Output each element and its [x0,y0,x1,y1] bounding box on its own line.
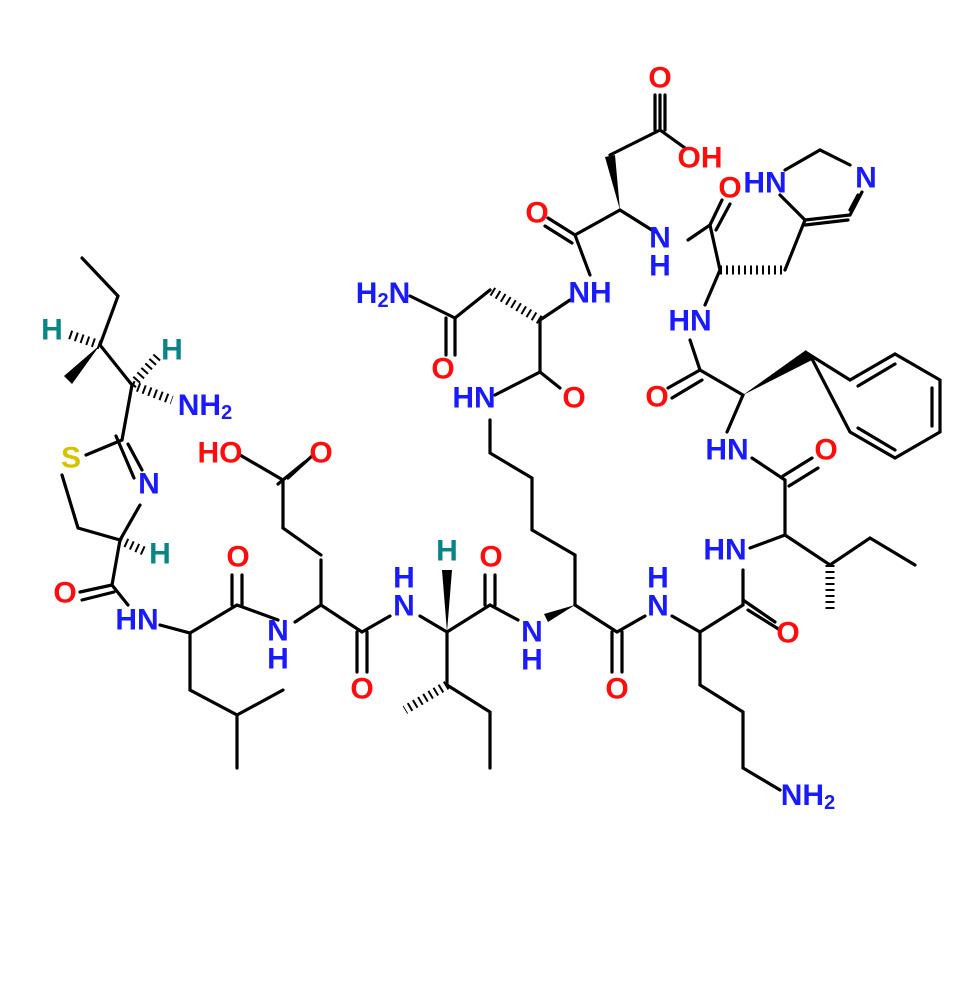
oxygen-label: O [648,62,671,95]
bond [805,350,942,460]
hash-bond [118,535,148,557]
wedge-bond [544,605,575,622]
hash-bond [66,329,102,350]
bond [748,456,917,567]
bond [276,454,369,674]
oxygen-label: O [605,673,628,706]
amide-h-label: H [521,644,543,677]
amine-label: H2N [356,277,410,313]
amide-n-label: N [521,616,543,649]
bond [408,294,572,397]
amide-nh-label: HN [705,434,748,467]
hydrogen-label: H [41,314,63,347]
oxygen-label: O [309,437,332,470]
hash-bond [128,352,162,389]
bond [488,418,647,634]
amide-n-label: N [647,590,669,623]
bond [666,368,704,400]
oxygen-label: O [718,172,741,205]
wedge-bond [64,345,100,384]
hydrogen-label: H [161,334,183,367]
hydroxyl-label: HO [198,437,243,470]
amide-nh-label: HN [703,534,746,567]
hash-bond [402,681,450,714]
bond [741,598,782,632]
amide-n-label: N [393,590,415,623]
amide-nh-label: HN [115,604,158,637]
amide-h-label: H [267,643,289,676]
hydrogen-label: H [149,538,171,571]
bond [573,93,687,277]
bond [483,573,497,607]
oxygen-label: O [431,353,454,386]
bond [230,573,244,607]
amide-nh-label: NH [568,277,611,310]
wedge-bond [442,570,452,632]
bond [60,434,144,542]
oxygen-label: O [562,382,585,415]
amine-label: NH2 [781,779,835,815]
oxygen-label: O [645,381,668,414]
bond [573,553,624,674]
amide-h-label: H [647,562,669,595]
bond [781,456,820,488]
imidazole-n-label: N [855,162,877,195]
bonds [60,93,942,792]
bond [78,538,130,607]
atom-labels: O OH O HN N O N H H2N NH HN O HN O O H H… [41,62,877,815]
bond [670,568,782,792]
bond [686,222,722,307]
hash-bond [487,286,543,324]
bond [444,288,562,390]
hydroxyl-label: OH [678,142,723,175]
amide-n-label: N [267,615,289,648]
oxygen-label: O [479,541,502,574]
bond [238,453,392,634]
bond [80,256,134,442]
amine-label: NH2 [178,389,232,425]
bond [418,603,520,770]
bond [708,198,732,232]
amide-h-label: H [393,562,415,595]
hydrogen-label: H [436,535,458,568]
bond [778,148,864,272]
wedge-bond [743,350,812,395]
oxygen-label: O [53,577,76,610]
wedge-bond [605,155,620,210]
oxygen-label: O [525,197,548,230]
bond [543,93,667,245]
amide-n-label: N [649,222,671,255]
oxygen-label: O [814,434,837,467]
amide-nh-label: HN [668,305,711,338]
amide-nh-label: HN [452,382,495,415]
bond [158,603,285,770]
imidazole-nh-label: HN [743,167,786,200]
oxygen-label: O [226,541,249,574]
amide-h-label: H [649,250,671,283]
oxygen-label: O [350,673,373,706]
thiazoline-n-label: N [138,468,160,501]
oxygen-label: O [776,617,799,650]
bond [688,338,746,434]
sulfur-label: S [61,442,81,475]
hash-bond [130,380,174,405]
